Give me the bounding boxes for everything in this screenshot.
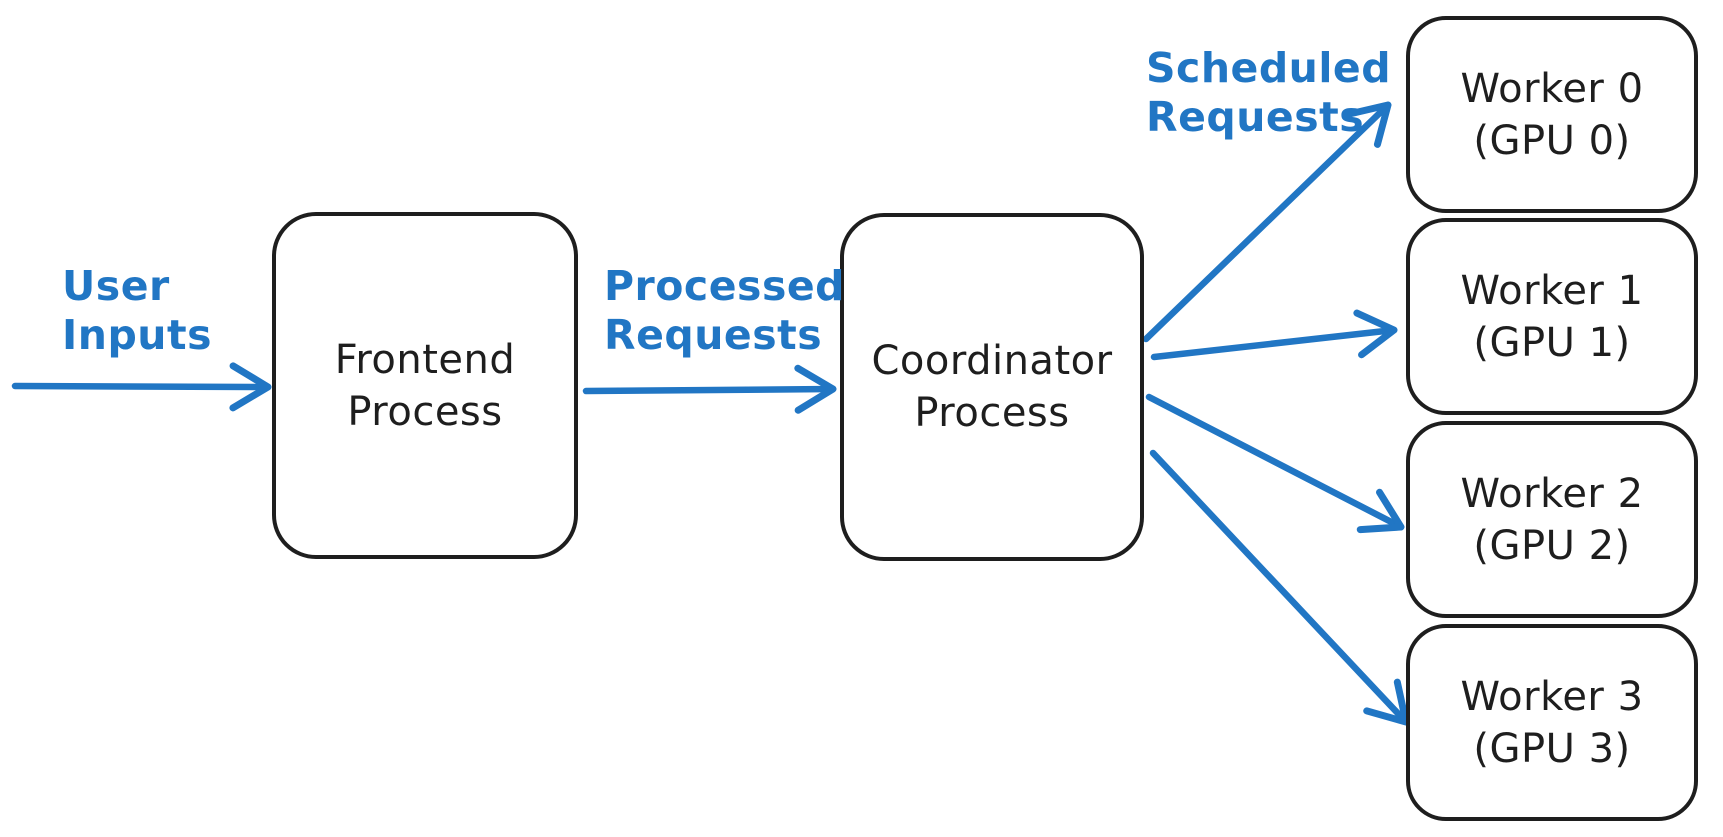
node-label-line: Worker 0 bbox=[1460, 65, 1644, 112]
node-label-line: (GPU 0) bbox=[1473, 117, 1631, 164]
edge-label-user-inputs: User Inputs bbox=[62, 262, 212, 360]
node-label-line: Process bbox=[914, 390, 1070, 436]
edge-label-line: Requests bbox=[604, 311, 823, 359]
node-label-line: (GPU 1) bbox=[1473, 319, 1631, 366]
edge-label-processed-requests: Processed Requests bbox=[604, 262, 845, 360]
arrow-coordinator-to-worker3 bbox=[1149, 449, 1410, 726]
node-frontend-process: Frontend Process bbox=[272, 212, 578, 559]
edge-label-line: User bbox=[62, 262, 170, 310]
arrow-user-to-frontend bbox=[11, 362, 272, 412]
arrow-coordinator-to-worker1 bbox=[1150, 309, 1398, 361]
node-label-line: (GPU 2) bbox=[1473, 522, 1631, 569]
node-label-line: (GPU 3) bbox=[1473, 725, 1631, 772]
arrow-frontend-to-coordinator bbox=[582, 364, 837, 414]
edge-label-line: Inputs bbox=[62, 311, 212, 359]
node-worker-2: Worker 2 (GPU 2) bbox=[1406, 421, 1698, 618]
node-label-line: Worker 2 bbox=[1460, 470, 1644, 517]
node-coordinator-process: Coordinator Process bbox=[840, 213, 1144, 561]
arrow-coordinator-to-worker2 bbox=[1145, 393, 1405, 534]
node-worker-3: Worker 3 (GPU 3) bbox=[1406, 624, 1698, 821]
node-label-line: Coordinator bbox=[871, 338, 1113, 384]
edge-label-line: Requests bbox=[1146, 93, 1365, 141]
node-label-line: Worker 3 bbox=[1460, 673, 1644, 720]
edge-label-scheduled-requests: Scheduled Requests bbox=[1146, 44, 1391, 142]
node-worker-0: Worker 0 (GPU 0) bbox=[1406, 16, 1698, 213]
node-label-line: Frontend bbox=[334, 336, 516, 383]
edge-label-line: Processed bbox=[604, 262, 846, 310]
edge-label-line: Scheduled bbox=[1146, 44, 1392, 92]
node-label-line: Process bbox=[347, 388, 503, 435]
node-worker-1: Worker 1 (GPU 1) bbox=[1406, 218, 1698, 415]
node-label-line: Worker 1 bbox=[1460, 267, 1644, 314]
